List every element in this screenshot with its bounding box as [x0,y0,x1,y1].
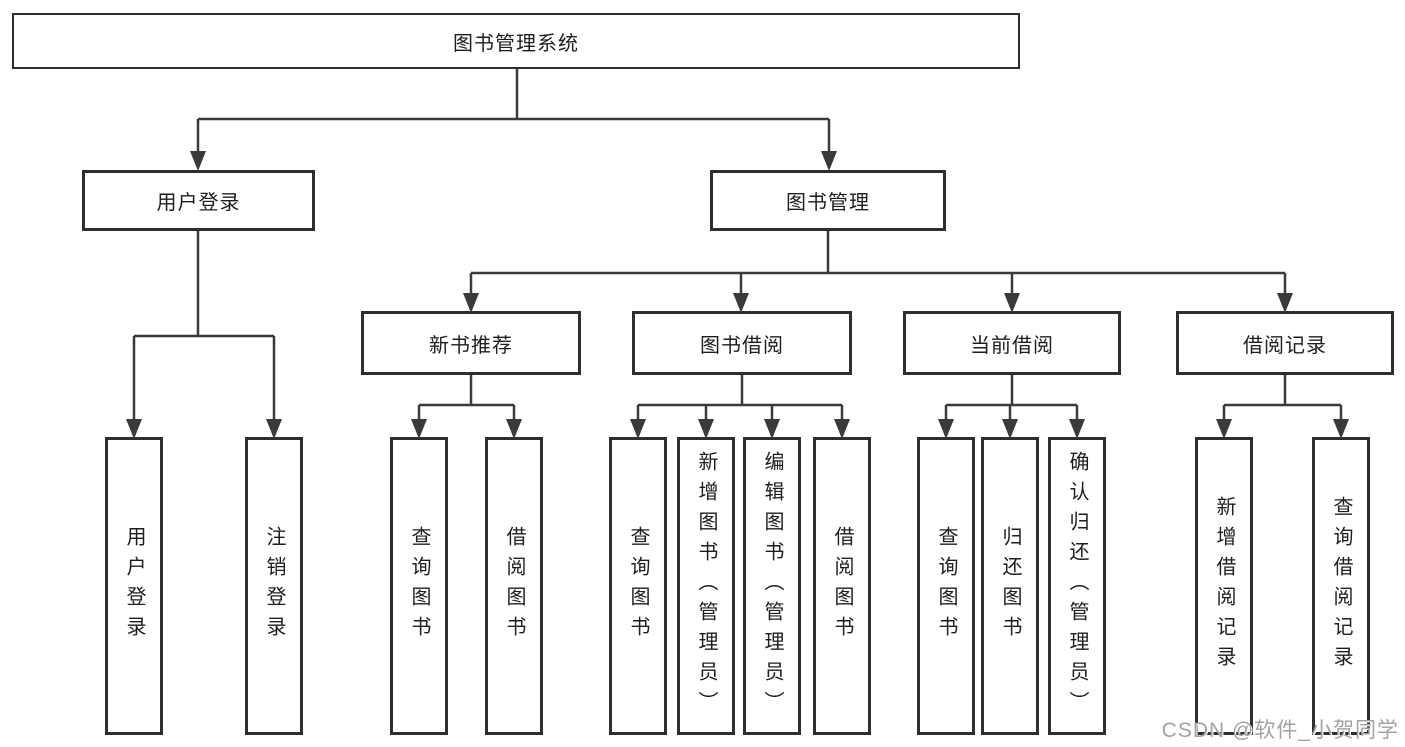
leaf-br-add-record: 新增借阅记录 [1195,437,1253,735]
arrow-down-icon [834,419,850,439]
arrow-down-icon [411,419,427,439]
arrow-down-icon [190,151,206,171]
arrow-down-icon [630,419,646,439]
leaf-cb-query-books: 查询图书 [917,437,975,735]
node-current-borrowing: 当前借阅 [903,311,1121,375]
leaf-bb-edit-books: 编辑图书（管理员） [743,437,801,735]
node-book-borrowing-label: 图书借阅 [700,334,784,357]
node-new-book-recommend-label: 新书推荐 [429,334,513,357]
arrow-down-icon [1333,419,1349,439]
arrow-down-icon [1069,419,1085,439]
arrow-down-icon [938,419,954,439]
node-root: 图书管理系统 [12,13,1020,69]
leaf-user-login-label: 用户登录 [123,526,145,646]
leaf-br-add-record-label: 新增借阅记录 [1213,496,1235,676]
node-root-label: 图书管理系统 [453,32,579,55]
arrow-down-icon [266,419,282,439]
arrow-down-icon [126,419,142,439]
leaf-user-login: 用户登录 [105,437,163,735]
arrow-down-icon [1004,293,1020,313]
node-new-book-recommend: 新书推荐 [361,311,581,375]
arrow-down-icon [1216,419,1232,439]
watermark-text: CSDN @软件_小贺同学 [1161,719,1399,742]
leaf-cb-confirm-return-label: 确认归还（管理员） [1066,451,1088,721]
arrow-down-icon [821,151,837,171]
leaf-bb-borrow-books-label: 借阅图书 [831,526,853,646]
node-current-borrowing-label: 当前借阅 [970,334,1054,357]
arrow-down-icon [1002,419,1018,439]
leaf-cb-return-books-label: 归还图书 [999,526,1021,646]
leaf-cb-query-books-label: 查询图书 [935,526,957,646]
leaf-cb-confirm-return: 确认归还（管理员） [1048,437,1106,735]
arrow-down-icon [698,419,714,439]
arrow-down-icon [733,293,749,313]
node-borrow-records-label: 借阅记录 [1243,334,1327,357]
leaf-br-query-record: 查询借阅记录 [1312,437,1370,735]
node-user-login-label: 用户登录 [156,192,241,214]
leaf-nbr-query-books: 查询图书 [390,437,448,735]
node-book-borrowing: 图书借阅 [632,311,852,375]
leaf-nbr-borrow-books-label: 借阅图书 [503,526,525,646]
leaf-bb-add-books: 新增图书（管理员） [677,437,735,735]
arrow-down-icon [764,419,780,439]
leaf-bb-query-books-label: 查询图书 [627,526,649,646]
leaf-br-query-record-label: 查询借阅记录 [1330,496,1352,676]
leaf-bb-query-books: 查询图书 [609,437,667,735]
leaf-logout-label: 注销登录 [263,526,285,646]
leaf-bb-add-books-label: 新增图书（管理员） [695,451,717,721]
node-borrow-records: 借阅记录 [1176,311,1394,375]
leaf-bb-borrow-books: 借阅图书 [813,437,871,735]
leaf-cb-return-books: 归还图书 [981,437,1039,735]
arrow-down-icon [506,419,522,439]
arrow-down-icon [463,293,479,313]
node-book-management: 图书管理 [710,170,946,231]
leaf-bb-edit-books-label: 编辑图书（管理员） [761,451,783,721]
leaf-nbr-query-books-label: 查询图书 [408,526,430,646]
leaf-logout: 注销登录 [245,437,303,735]
arrow-down-icon [1277,293,1293,313]
node-book-management-label: 图书管理 [786,192,870,214]
leaf-nbr-borrow-books: 借阅图书 [485,437,543,735]
node-user-login: 用户登录 [82,170,315,231]
